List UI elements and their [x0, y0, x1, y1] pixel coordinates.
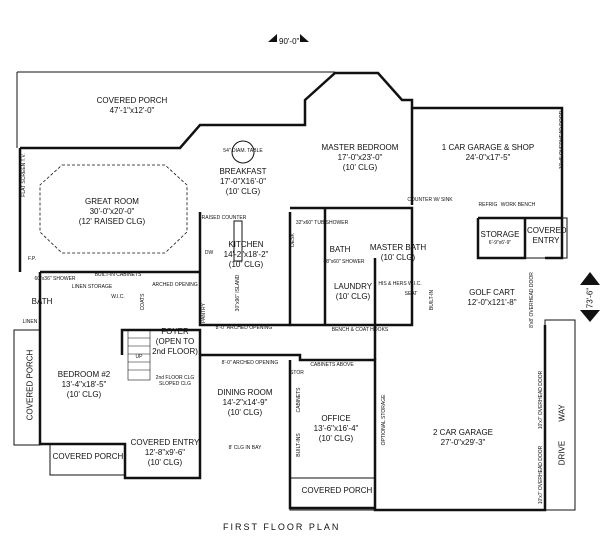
note-second-floor-clg: 2nd FLOOR CLG SLOPED CLG	[155, 375, 195, 387]
note-seat: SEAT	[404, 291, 418, 297]
breakfast-table	[231, 140, 255, 164]
note-overhead-door-8x8: 8'x8' OVERHEAD DOOR	[529, 272, 535, 328]
room-bath: BATH	[329, 245, 351, 254]
note-built-in: BUILT-IN	[429, 289, 435, 311]
note-overhead-door-lower: 10'x7' OVERHEAD DOOR	[538, 445, 544, 505]
note-his-hers-wic: HIS & HERS W.I.C.	[378, 281, 422, 287]
note-arched-opening: ARCHED OPENING	[152, 282, 198, 288]
room-covered-porch-front-left: COVERED PORCH	[52, 452, 124, 461]
arrow-right-icon	[300, 34, 309, 50]
note-cabinets: CABINETS	[296, 387, 302, 413]
note-overhead-door-10x8: 10'x8' OVERHEAD DOOR	[559, 110, 565, 170]
dimension-arrows	[268, 34, 600, 322]
note-arched-opening-kitchen: 8'-0" ARCHED OPENING	[215, 325, 273, 331]
overall-depth-dimension: 73'-6"	[585, 287, 595, 309]
note-linen: LINEN	[22, 319, 38, 325]
note-flat-screen: FLAT SCREEN T.V.	[21, 153, 27, 197]
note-way: WAY	[557, 404, 567, 422]
note-drive: DRIVE	[557, 440, 567, 466]
note-wic: W.I.C.	[111, 294, 125, 300]
arrow-down-icon	[580, 310, 600, 322]
note-tub-shower: 32"x60" TUB/SHOWER	[295, 220, 349, 226]
raised-ceiling-outline	[39, 164, 188, 254]
breakfast-table-label: 54" DIAM. TABLE	[223, 148, 263, 154]
note-fp: F.P.	[28, 256, 36, 262]
staircase	[127, 329, 151, 381]
note-work-bench: WORK BENCH	[500, 202, 536, 208]
room-bath-left: BATH	[31, 297, 53, 306]
arrow-left-icon	[268, 34, 277, 50]
note-overhead-door-upper: 10'x7' OVERHEAD DOOR	[538, 370, 544, 430]
room-covered-porch-front-right: COVERED PORCH	[301, 486, 373, 495]
room-covered-entry-side: COVERED ENTRY	[527, 226, 567, 245]
room-covered-porch-left: COVERED PORCH	[25, 349, 35, 421]
room-master-bath: MASTER BATH(10' CLG)	[369, 243, 427, 262]
note-bay-clg: 8' CLG IN BAY	[228, 445, 262, 451]
overall-width-dimension: 90'-0"	[279, 37, 300, 46]
note-optional-storage: OPTIONAL STORAGE	[381, 394, 387, 446]
arrow-up-icon	[580, 272, 600, 285]
note-built-ins: BUILT-INS	[296, 433, 302, 457]
note-dw: DW	[204, 250, 214, 256]
note-built-in-cabinets: BUILT-IN CABINETS	[94, 272, 142, 278]
note-shower-master: 48"x60" SHOWER	[323, 259, 365, 265]
note-linen-storage: LINEN STORAGE	[71, 284, 113, 290]
kitchen-island	[233, 220, 243, 262]
note-bench-coat-hooks: BENCH & COAT HOOKS	[331, 327, 389, 333]
note-stor: STOR	[290, 370, 304, 376]
note-refrig: REFRIG	[478, 202, 498, 208]
note-raised-counter: RAISED COUNTER	[201, 215, 247, 221]
note-cabinets-above: CABINETS ABOVE	[310, 362, 354, 368]
note-pantry: PANTRY	[201, 303, 207, 323]
porch-outlines	[13, 71, 576, 511]
note-desk: DESK	[290, 233, 296, 247]
note-counter-sink: COUNTER W/ SINK	[407, 197, 453, 203]
note-island: 30"x96" ISLAND	[235, 274, 241, 312]
note-shower-left: 60"x36" SHOWER	[34, 276, 76, 282]
room-laundry: LAUNDRY(10' CLG)	[333, 282, 373, 301]
plan-title: FIRST FLOOR PLAN	[223, 522, 341, 532]
note-coats: COATS	[140, 293, 146, 311]
note-up: UP	[135, 354, 143, 360]
note-arched-opening-dining: 8'-0" ARCHED OPENING	[221, 360, 279, 366]
